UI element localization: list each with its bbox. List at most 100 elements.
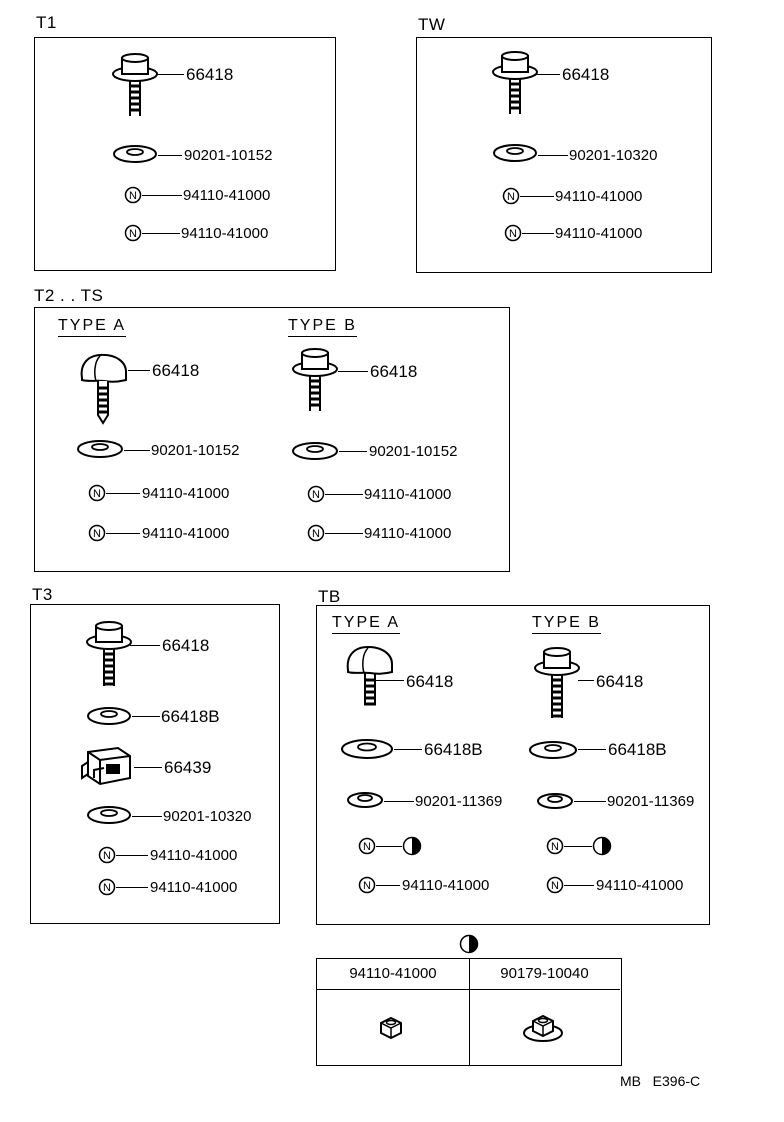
- leader-line: [116, 855, 148, 856]
- n-symbol-letter: N: [93, 488, 101, 500]
- section-tb: [316, 605, 710, 925]
- leader-line: [106, 533, 140, 534]
- washer-icon: [347, 792, 383, 808]
- part-number-94110-41000: 94110-41000: [142, 485, 230, 502]
- part-number-66418: 66418: [406, 672, 454, 691]
- n-symbol-letter: N: [103, 850, 111, 862]
- n-symbol-icon: N: [546, 837, 564, 855]
- leader-line: [134, 767, 162, 768]
- n-symbol-letter: N: [551, 880, 559, 892]
- flange-nut-icon: [523, 1014, 563, 1042]
- leader-line: [376, 846, 402, 847]
- figure-reference-code: MB E396-C: [620, 1073, 701, 1089]
- part-number-66418: 66418: [370, 362, 418, 381]
- n-symbol-icon: N: [502, 187, 520, 205]
- leader-line: [339, 451, 367, 452]
- leader-line: [128, 370, 150, 371]
- leader-line: [376, 680, 404, 681]
- leader-line: [578, 749, 606, 750]
- n-symbol-icon: N: [124, 186, 142, 204]
- part-number-66418b: 66418B: [161, 707, 220, 726]
- part-number-90201-10152: 90201-10152: [184, 147, 273, 164]
- type-b-label: TYPE B: [532, 615, 601, 634]
- part-number-66418: 66418: [562, 65, 610, 84]
- part-number-66418: 66418: [152, 361, 200, 380]
- washer-icon: [77, 440, 123, 458]
- part-number-66418: 66418: [596, 672, 644, 691]
- part-number-66418: 66418: [162, 636, 210, 655]
- leader-line: [376, 885, 400, 886]
- bolt-icon: [534, 647, 580, 718]
- part-number-66418: 66418: [186, 65, 234, 84]
- n-symbol-letter: N: [509, 228, 517, 240]
- n-symbol-icon: N: [98, 846, 116, 864]
- half-circle-symbol-icon: [402, 836, 422, 856]
- part-number-94110-41000: 94110-41000: [150, 879, 238, 896]
- part-number-94110-41000: 94110-41000: [596, 877, 684, 894]
- part-number-94110-41000: 94110-41000: [364, 525, 452, 542]
- n-symbol-icon: N: [98, 878, 116, 896]
- table-divider: [469, 959, 470, 1065]
- leader-line: [132, 716, 160, 717]
- leader-line: [384, 801, 414, 802]
- n-symbol-icon: N: [88, 524, 106, 542]
- n-symbol-letter: N: [551, 841, 559, 853]
- washer-icon: [493, 144, 537, 162]
- n-symbol-icon: N: [307, 485, 325, 503]
- leader-line: [124, 450, 150, 451]
- table-header-90179-10040: 90179-10040: [469, 959, 620, 990]
- part-number-90201-11369: 90201-11369: [607, 793, 695, 810]
- leader-line: [116, 887, 148, 888]
- leader-line: [325, 494, 363, 495]
- n-symbol-icon: N: [358, 876, 376, 894]
- n-symbol-icon: N: [88, 484, 106, 502]
- part-number-90201-10152: 90201-10152: [369, 443, 458, 460]
- n-symbol-icon: N: [546, 876, 564, 894]
- leader-line: [564, 885, 594, 886]
- part-number-94110-41000: 94110-41000: [402, 877, 490, 894]
- nut-options-table: 94110-41000 90179-10040: [316, 958, 622, 1066]
- leader-line: [106, 493, 140, 494]
- part-number-94110-41000: 94110-41000: [150, 847, 238, 864]
- section-t3: [30, 604, 280, 924]
- table-header-94110-41000: 94110-41000: [317, 959, 469, 990]
- n-symbol-letter: N: [312, 528, 320, 540]
- half-circle-symbol-icon: [459, 934, 479, 954]
- leader-line: [132, 816, 162, 817]
- leader-line: [520, 196, 554, 197]
- section-title-tw: TW: [418, 15, 446, 34]
- part-number-94110-41000: 94110-41000: [181, 225, 269, 242]
- hex-nut-icon: [380, 1016, 402, 1040]
- part-number-66418b: 66418B: [424, 740, 483, 759]
- washer-icon: [292, 442, 338, 460]
- washer-icon: [87, 707, 131, 725]
- part-number-94110-41000: 94110-41000: [142, 525, 230, 542]
- part-number-94110-41000: 94110-41000: [555, 188, 643, 205]
- n-symbol-letter: N: [363, 841, 371, 853]
- washer-icon: [87, 806, 131, 824]
- n-symbol-letter: N: [129, 190, 137, 202]
- type-a-label: TYPE A: [332, 615, 401, 634]
- leader-line: [142, 195, 182, 196]
- leader-line: [130, 645, 160, 646]
- leader-line: [536, 74, 560, 75]
- leader-line: [564, 846, 592, 847]
- section-tw: [416, 37, 712, 273]
- washer-icon: [537, 793, 573, 809]
- leader-line: [578, 680, 594, 681]
- type-b-label: TYPE B: [288, 318, 357, 337]
- section-title-tb: TB: [318, 587, 341, 606]
- part-number-90201-10320: 90201-10320: [569, 147, 658, 164]
- n-symbol-letter: N: [363, 880, 371, 892]
- n-symbol-letter: N: [93, 528, 101, 540]
- leader-line: [338, 371, 368, 372]
- part-number-90201-10320: 90201-10320: [163, 808, 252, 825]
- part-number-94110-41000: 94110-41000: [555, 225, 643, 242]
- bolt-icon: [492, 51, 538, 114]
- n-symbol-letter: N: [507, 191, 515, 203]
- n-symbol-icon: N: [307, 524, 325, 542]
- n-symbol-letter: N: [103, 882, 111, 894]
- part-number-66418b: 66418B: [608, 740, 667, 759]
- leader-line: [158, 155, 182, 156]
- washer-icon: [113, 145, 157, 163]
